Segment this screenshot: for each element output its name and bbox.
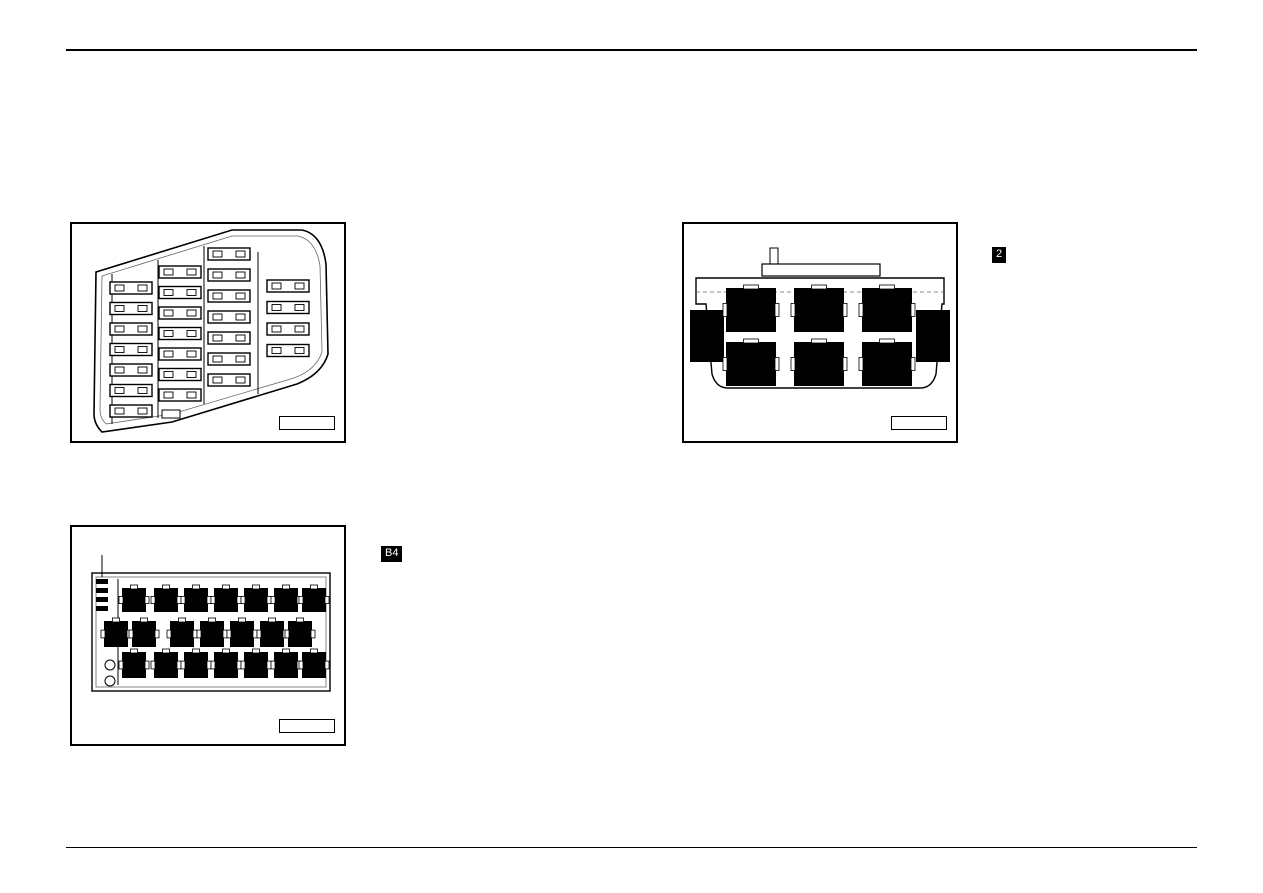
blade-fuse	[109, 322, 153, 336]
relay-connector-figure	[682, 222, 958, 443]
blade-fuse	[109, 404, 153, 418]
relay-socket-grid	[722, 284, 916, 386]
blade-fuse	[207, 310, 251, 324]
blade-fuse	[207, 331, 251, 345]
socket	[270, 584, 302, 612]
socket	[256, 617, 288, 647]
blade-fuse	[158, 388, 202, 402]
blade-fuse	[207, 289, 251, 303]
socket	[166, 617, 198, 647]
blade-fuse	[207, 268, 251, 282]
blade-fuse	[158, 306, 202, 320]
blade-fuse	[158, 265, 202, 279]
fuse-socket-grid	[100, 584, 330, 678]
figure-code-box	[891, 416, 947, 430]
blade-fuse	[266, 300, 310, 315]
contact-pin	[96, 579, 108, 584]
blade-fuse	[109, 301, 153, 316]
fuse-column-middle	[158, 265, 202, 402]
relay-connector-illustration	[690, 247, 950, 389]
socket	[298, 584, 330, 612]
socket	[226, 617, 258, 647]
socket	[210, 584, 242, 612]
socket	[150, 584, 182, 612]
blade-fuse	[207, 352, 251, 366]
fuse-column-left	[109, 281, 153, 418]
blade-fuse	[109, 363, 153, 377]
socket	[240, 648, 272, 678]
contact-pin	[96, 588, 108, 593]
socket	[270, 648, 302, 678]
socket	[118, 648, 150, 678]
socket	[790, 284, 848, 332]
blade-fuse	[158, 367, 202, 382]
blade-fuse	[266, 279, 310, 293]
fuse-box-illustration	[93, 229, 329, 433]
socket	[722, 338, 780, 386]
socket	[298, 648, 330, 678]
blade-fuse	[158, 285, 202, 300]
socket	[210, 648, 242, 678]
blade-fuse	[266, 322, 310, 336]
blade-fuse	[109, 281, 153, 295]
blade-fuse	[158, 326, 202, 341]
callout-badge-fuse-holder: B4	[381, 546, 403, 562]
contact-pin	[96, 597, 108, 602]
socket	[240, 584, 272, 612]
socket	[180, 648, 212, 678]
socket	[790, 338, 848, 386]
contact-pin-strip	[96, 579, 108, 611]
blade-fuse	[207, 373, 251, 387]
fuse-holder-illustration	[91, 555, 331, 692]
blade-fuse	[109, 342, 153, 357]
socket	[180, 584, 212, 612]
socket	[284, 617, 316, 647]
callout-badge-relay: 2	[992, 247, 1007, 263]
contact-pin	[96, 606, 108, 611]
socket	[722, 284, 780, 332]
footer-rule	[66, 847, 1197, 848]
blade-fuse	[158, 347, 202, 361]
figure-code-box	[279, 416, 335, 430]
socket	[150, 648, 182, 678]
socket	[128, 617, 160, 647]
fuse-column-right-outer	[266, 279, 310, 358]
socket	[196, 617, 228, 647]
blade-fuse	[109, 383, 153, 398]
blade-fuse	[207, 247, 251, 261]
figure-code-box	[279, 719, 335, 733]
header-rule	[66, 49, 1197, 51]
socket	[100, 617, 132, 647]
blade-fuse	[266, 343, 310, 358]
fuse-holder-figure	[70, 525, 346, 746]
socket	[118, 584, 150, 612]
fuse-column-right-inner	[207, 247, 251, 387]
fuse-box-figure	[70, 222, 346, 443]
socket	[858, 284, 916, 332]
socket	[858, 338, 916, 386]
